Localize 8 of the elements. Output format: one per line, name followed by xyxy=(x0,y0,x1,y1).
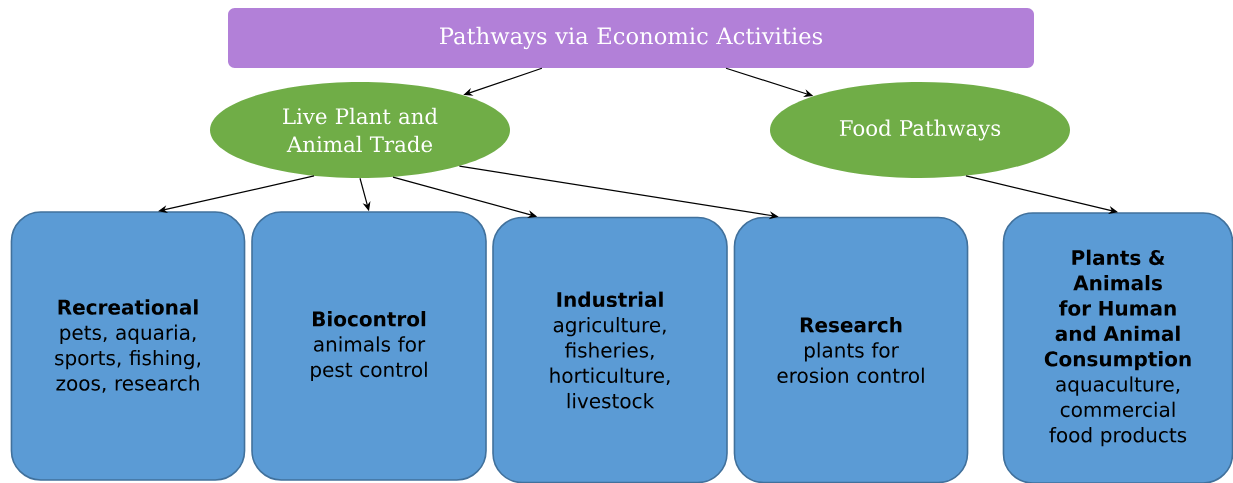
category-box: Biocontrol animals for pest control xyxy=(251,211,487,481)
category-box: Recreational pets, aquaria, sports, fishing, zoos, research xyxy=(10,211,246,481)
category-box: Industrial agriculture, fisheries, horticulture, livestock xyxy=(492,216,728,483)
arrow xyxy=(158,175,315,214)
arrow xyxy=(965,175,1118,214)
category-box: Plants & Animals for Human and Animal Consumption aquaculture, commercial food products xyxy=(1002,212,1233,483)
category-box: Research plants for erosion control xyxy=(733,216,969,483)
title-banner: Pathways via Economic Activities xyxy=(228,8,1034,68)
